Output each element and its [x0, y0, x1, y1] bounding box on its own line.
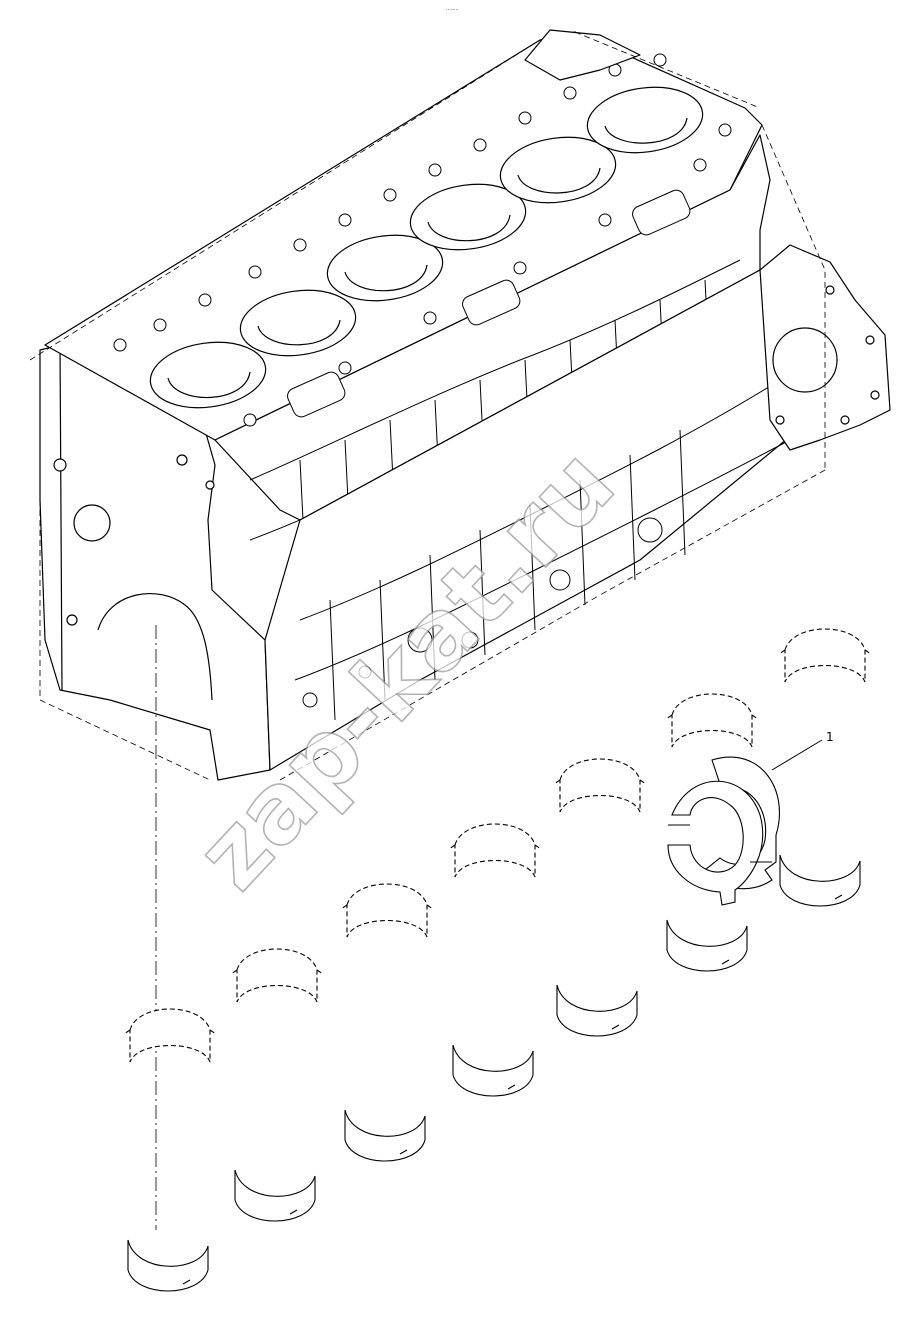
- deck-bolt-holes: [113, 53, 732, 427]
- bearing-shell-upper: [230, 948, 324, 1003]
- front-plate-hole-small: [176, 454, 188, 466]
- side-bosses: [287, 189, 691, 418]
- thrust-washer-front: [667, 780, 764, 906]
- bearing-shell-lower: [666, 919, 748, 972]
- front-plate-hole-small: [205, 480, 215, 490]
- bearing-shell-lower: [127, 1239, 209, 1292]
- rear-top-housing: [524, 29, 641, 81]
- thrust-washer-notch: [668, 824, 772, 863]
- rear-flange-bore: [772, 327, 838, 393]
- bearing-shell-upper: [448, 823, 542, 878]
- engine-block-drawing: [39, 29, 891, 781]
- bearing-shell-upper: [123, 1008, 217, 1063]
- crankcase-ribs: [294, 379, 791, 721]
- bearing-shell-upper: [665, 693, 759, 748]
- lower-bearing-shells: [127, 854, 861, 1292]
- thrust-washer-pair: [667, 756, 780, 906]
- bearing-shell-lower: [556, 984, 638, 1037]
- block-front-inner-edge: [59, 344, 63, 691]
- bearing-shell-lower: [344, 1109, 426, 1162]
- callout-1: 1: [771, 730, 834, 771]
- bearing-shell-lower: [452, 1044, 534, 1097]
- deck-side-face: [214, 134, 771, 521]
- bearing-shell-lower: [779, 854, 861, 907]
- block-front-bore-arch: [97, 593, 213, 701]
- crankcase-bosses: [302, 517, 663, 708]
- bearing-shell-upper: [778, 628, 872, 683]
- front-plate-hole-small: [66, 614, 78, 626]
- bearing-shell-upper: [340, 883, 434, 938]
- bore-inner-detail: [167, 117, 688, 399]
- header-mark: ........: [446, 6, 459, 12]
- bearing-shell-lower: [234, 1169, 316, 1222]
- front-plate-hole: [73, 504, 111, 542]
- callout-1-leader: [771, 739, 823, 771]
- bearing-shell-upper: [553, 758, 647, 813]
- front-plate-hole-small: [53, 458, 67, 472]
- assembly-dash-outline: [29, 31, 826, 781]
- callout-1-label: 1: [826, 730, 834, 744]
